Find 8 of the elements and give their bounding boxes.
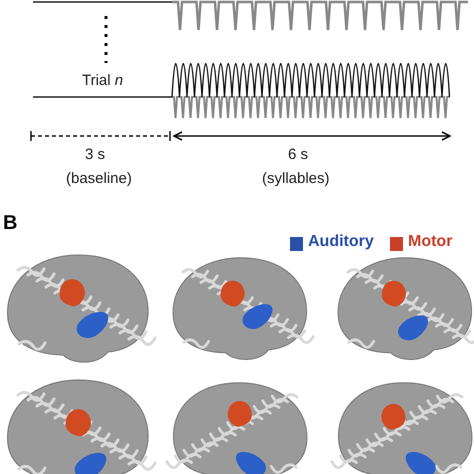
phase-label: (baseline) (66, 170, 132, 187)
legend-label: Motor (408, 233, 452, 251)
phase-label: (syllables) (262, 170, 330, 187)
panel-letter: B (3, 212, 18, 235)
trace-label: Trial n (82, 72, 124, 89)
duration-label: 3 s (85, 146, 106, 163)
legend-label: Auditory (308, 233, 374, 251)
duration-label: 6 s (288, 146, 308, 163)
